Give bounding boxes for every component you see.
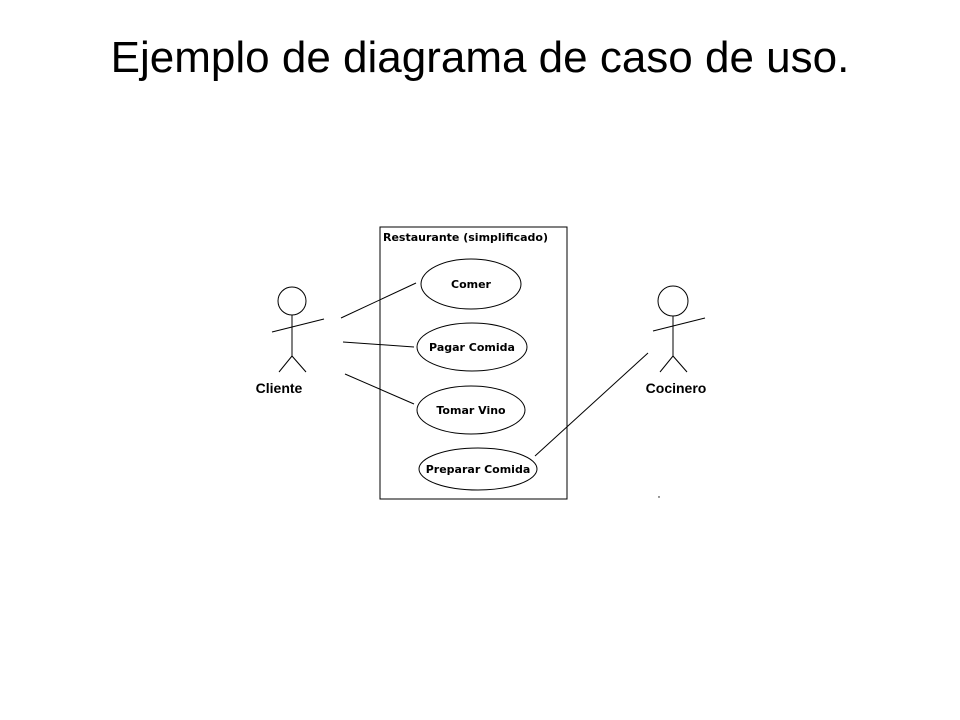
use-case-label: Preparar Comida: [426, 463, 531, 476]
associations: [340, 282, 649, 457]
actor-leg-right: [672, 355, 688, 373]
use-case-pagar-comida: Pagar Comida: [416, 322, 528, 372]
actor-head: [657, 285, 689, 317]
association-cliente-pagar-comida: [342, 341, 415, 348]
use-case-tomar-vino: Tomar Vino: [416, 385, 526, 435]
use-case-label: Tomar Vino: [436, 404, 506, 417]
association-cliente-comer: [340, 282, 417, 319]
association-cocinero-preparar-comida: [534, 352, 649, 457]
slide-title: Ejemplo de diagrama de caso de uso.: [110, 33, 850, 82]
use-case-label: Comer: [451, 278, 492, 291]
use-case-label: Pagar Comida: [429, 341, 515, 354]
actor-cocinero: [652, 285, 706, 373]
system-label: Restaurante (simplificado): [383, 231, 548, 244]
actor-arms: [271, 318, 325, 333]
actor-arms: [652, 317, 706, 332]
actor-cliente: [271, 286, 325, 373]
use-case-comer: Comer: [420, 258, 522, 310]
association-cliente-tomar-vino: [344, 373, 415, 405]
actor-leg-right: [291, 355, 307, 373]
actor-leg-left: [278, 355, 293, 373]
actor-head: [277, 286, 307, 316]
actor-leg-left: [659, 355, 674, 373]
actor-label-cocinero: Cocinero: [646, 380, 707, 396]
use-case-preparar-comida: Preparar Comida: [418, 447, 538, 491]
actor-label-cliente: Cliente: [256, 380, 303, 396]
stray-dot: [658, 496, 660, 498]
